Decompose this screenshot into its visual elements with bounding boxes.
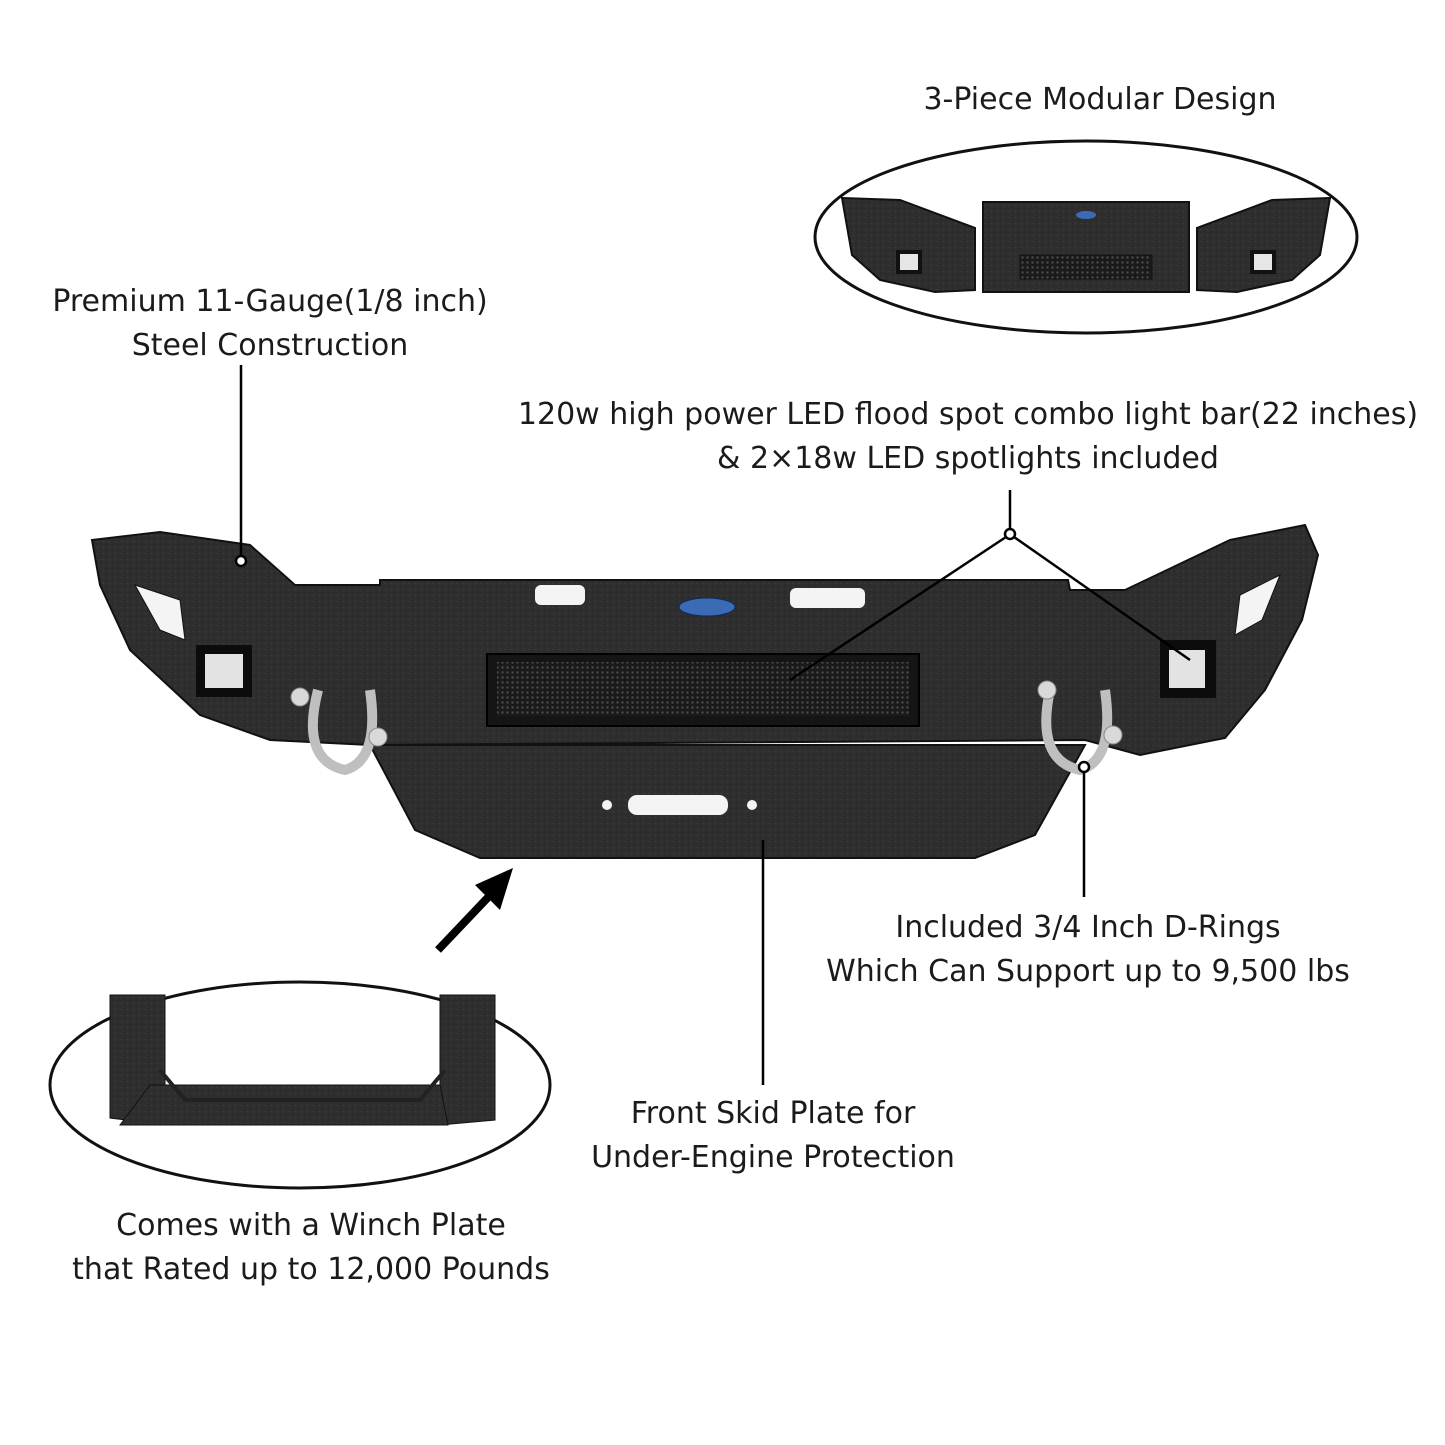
modular-design-caption: 3-Piece Modular Design — [923, 82, 1277, 117]
skid-plate-caption: Front Skid Plate for Under-Engine Protec… — [591, 1096, 955, 1175]
light-bar-caption: 120w high power LED flood spot combo lig… — [517, 397, 1419, 476]
winch-plate-illustration — [48, 980, 552, 1190]
steel-construction-caption: Premium 11-Gauge(1/8 inch) Steel Constru… — [52, 284, 488, 363]
arrow-icon — [435, 868, 513, 953]
bumper-illustration — [90, 523, 1320, 859]
winch-plate-caption: Comes with a Winch Plate that Rated up t… — [72, 1208, 550, 1287]
d-rings-caption: Included 3/4 Inch D-Rings Which Can Supp… — [826, 910, 1350, 989]
leader-lines — [234, 365, 1191, 1085]
modular-bumper-illustration — [813, 139, 1359, 335]
